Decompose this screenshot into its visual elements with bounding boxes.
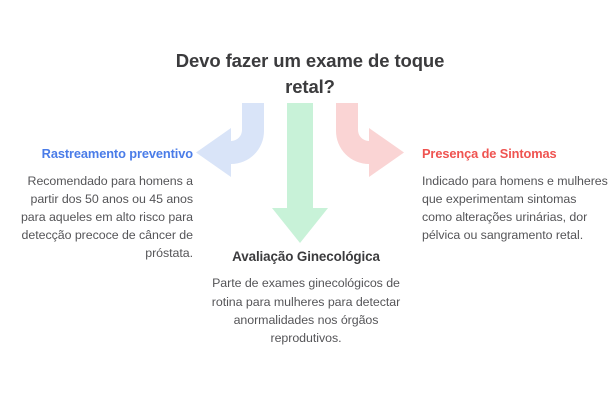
curved-arrow-right-icon [336, 103, 404, 177]
branch-center: Avaliação Ginecológica Parte de exames g… [196, 248, 416, 347]
branch-left: Rastreamento preventivo Recomendado para… [8, 146, 193, 262]
branch-right-body: Indicado para homens e mulheres que expe… [422, 173, 608, 242]
curved-arrow-left-icon [196, 103, 264, 177]
branch-center-heading: Avaliação Ginecológica [232, 249, 380, 264]
arrow-down-icon [272, 103, 328, 243]
diagram-title: Devo fazer um exame de toque retal? [175, 50, 445, 97]
branch-left-body: Recomendado para homens a partir dos 50 … [20, 173, 193, 261]
branch-left-heading: Rastreamento preventivo [41, 146, 193, 161]
branch-center-body: Parte de exames ginecológicos de rotina … [211, 276, 401, 345]
branch-right-heading: Presença de Sintomas [422, 146, 557, 161]
branch-right: Presença de Sintomas Indicado para homen… [422, 146, 608, 244]
